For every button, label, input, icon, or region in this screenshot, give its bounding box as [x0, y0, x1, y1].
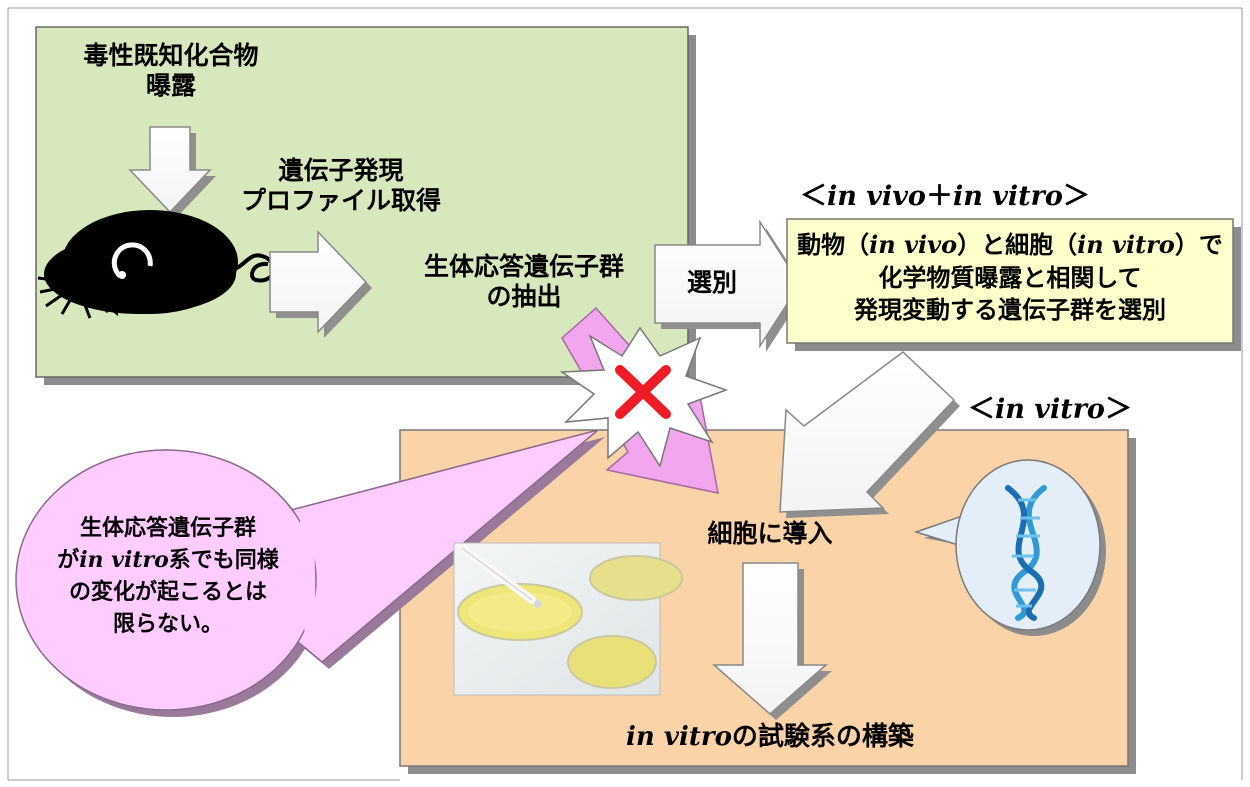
extraction-line1: 生体応答遺伝子群	[423, 252, 624, 281]
cell-introduction-label: 細胞に導入	[707, 519, 833, 548]
vitro-header: ＜in vitro＞	[968, 394, 1138, 426]
extraction-line2: の抽出	[486, 281, 562, 311]
callout-line2-pre: が	[57, 547, 80, 573]
cross-mark-icon	[615, 365, 671, 419]
extraction-label: 生体応答遺伝子群 の抽出	[392, 252, 656, 311]
compound-exposure-line2: 曝露	[145, 70, 196, 100]
combined-line1-cell: ）と細胞（	[957, 231, 1078, 259]
construction-down-arrow	[712, 562, 832, 720]
compound-exposure-label: 毒性既知化合物 曝露	[42, 41, 300, 100]
combined-line1-vivo: in vivo	[869, 230, 958, 259]
combined-header: ＜in vivo＋in vitro＞	[800, 181, 1090, 213]
combined-header-close: ＞	[1062, 181, 1090, 212]
combined-box	[786, 218, 1241, 351]
combined-line3: 発現変動する遺伝子群を選別	[854, 296, 1166, 325]
construction-rest: の試験系の構築	[731, 722, 914, 752]
combined-header-open: ＜	[800, 181, 827, 212]
callout-line4: 限らない。	[112, 611, 223, 637]
combined-line2: 化学物質曝露と相関して	[878, 263, 1142, 292]
petri-dish-photo	[453, 542, 683, 696]
callout-text: 生体応答遺伝子群 がin vitro系でも同様 の変化が起こるとは 限らない。	[40, 513, 296, 641]
callout-line3: の変化が起こるとは	[68, 579, 267, 605]
introduction-arrow	[779, 351, 960, 518]
combined-box-text: 動物（in vivo）と細胞（in vitro）で 化学物質曝露と相関して 発現…	[789, 229, 1231, 327]
callout-line2-vitro: in vitro	[79, 546, 169, 573]
profile-line1: 遺伝子発現	[278, 156, 404, 185]
construction-vitro: in vitro	[626, 722, 732, 752]
vitro-header-close: ＞	[1104, 394, 1132, 425]
combined-line1-end: ）で	[1174, 231, 1223, 259]
combined-line1-vitro: in vitro	[1077, 230, 1175, 259]
callout-line2-post: 系でも同様	[168, 547, 279, 573]
vitro-header-open: ＜	[968, 394, 995, 425]
combined-line1: 動物（in vivo）と細胞（in vitro）で	[789, 229, 1231, 262]
profile-label: 遺伝子発現 プロファイル取得	[210, 156, 472, 215]
profile-right-arrow	[269, 230, 372, 338]
exposure-down-arrow	[128, 126, 216, 218]
compound-exposure-line1: 毒性既知化合物	[83, 41, 259, 70]
combined-header-plus: ＋	[925, 181, 953, 212]
selection-arrow	[654, 219, 806, 352]
combined-header-vitro: in vitro	[952, 181, 1063, 212]
construction-label: in vitroの試験系の構築	[600, 722, 940, 753]
dna-helix-icon	[1005, 485, 1047, 621]
callout-line2: がin vitro系でも同様	[40, 545, 296, 577]
mouse-icon	[37, 210, 276, 319]
vitro-header-vitro: in vitro	[995, 394, 1105, 425]
combined-header-vivo: in vivo	[827, 181, 926, 212]
callout-line1: 生体応答遺伝子群	[79, 516, 256, 541]
vivo-box	[35, 26, 696, 385]
selection-label: 選別	[686, 268, 737, 297]
callout-bubble	[15, 429, 605, 717]
profile-line2: プロファイル取得	[240, 185, 441, 215]
combined-line1-animal: 動物（	[797, 231, 870, 259]
